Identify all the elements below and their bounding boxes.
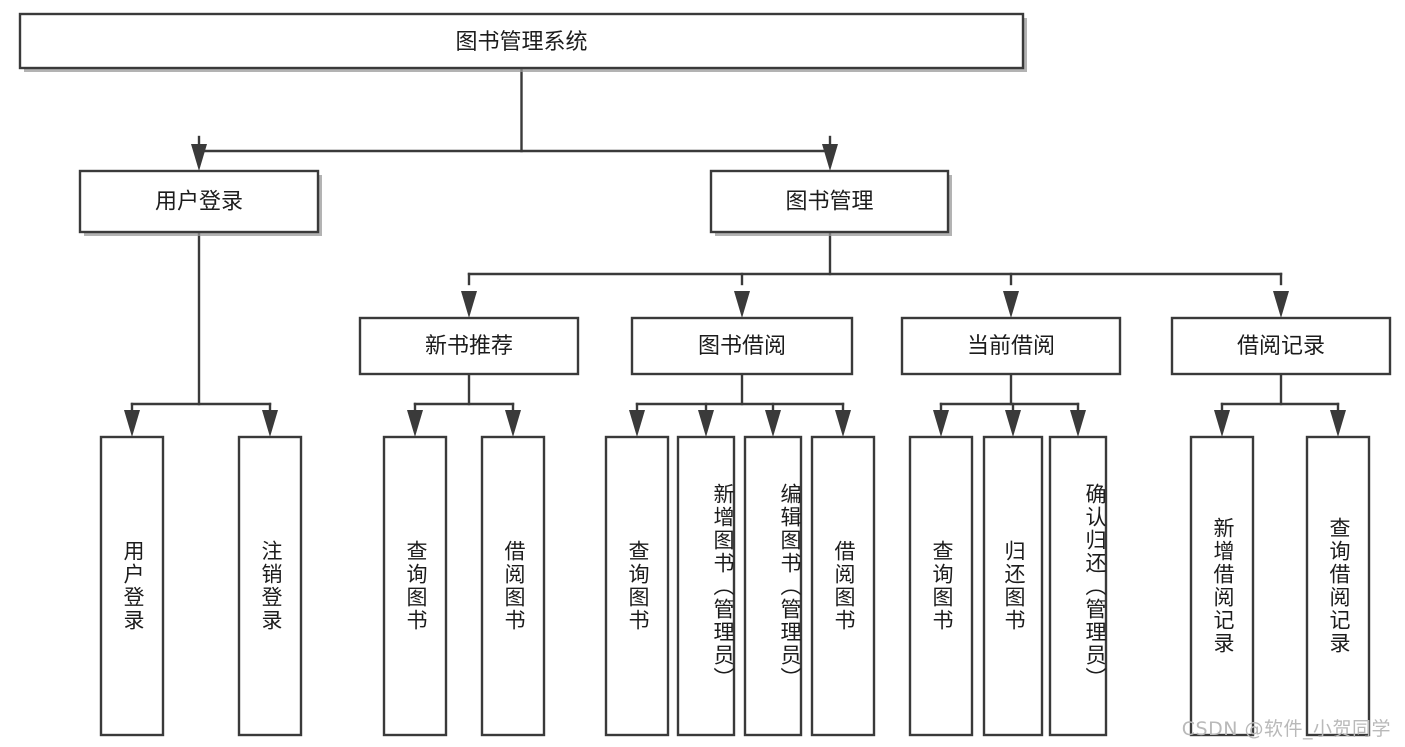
arrowhead-user-login — [191, 144, 207, 171]
node-new-book-recommend-label: 新书推荐 — [425, 334, 513, 359]
node-leaf-borrow-book-2-box[interactable] — [810, 435, 876, 737]
node-book-manage[interactable]: 图书管理 — [709, 169, 952, 236]
arrowhead-leaf-query-borrow-record — [1330, 410, 1346, 437]
node-user-login-box[interactable] — [78, 169, 320, 234]
node-book-manage-label: 图书管理 — [785, 190, 873, 215]
node-book-borrow-box[interactable] — [630, 316, 854, 376]
arrowhead-book-manage — [822, 144, 838, 171]
nodes-layer: 图书管理系统 用户登录 图书管理 新书推荐 图书借阅 — [18, 12, 1392, 737]
node-borrow-record[interactable]: 借阅记录 — [1170, 316, 1392, 376]
node-leaf-return-book-box[interactable] — [982, 435, 1044, 737]
arrowhead-leaf-return-book — [1005, 410, 1021, 437]
arrowhead-leaf-edit-book-admin — [765, 410, 781, 437]
arrowhead-leaf-query-book-2 — [629, 410, 645, 437]
arrowhead-current-borrow — [1003, 291, 1019, 318]
node-leaf-logout-login-box[interactable] — [237, 435, 303, 737]
node-root-box[interactable] — [18, 12, 1025, 70]
arrowhead-borrow-record — [1273, 291, 1289, 318]
node-current-borrow[interactable]: 当前借阅 — [900, 316, 1122, 376]
node-leaf-query-book-2-box[interactable] — [604, 435, 670, 737]
edges-layer — [124, 66, 1346, 437]
node-leaf-add-borrow-record-box[interactable] — [1189, 435, 1255, 737]
node-root-label: 图书管理系统 — [455, 30, 587, 55]
arrowhead-leaf-borrow-book-2 — [835, 410, 851, 437]
node-book-manage-box[interactable] — [709, 169, 950, 234]
arrowhead-leaf-user-login — [124, 410, 140, 437]
node-book-borrow-label: 图书借阅 — [698, 334, 786, 359]
arrowhead-leaf-confirm-return-admin — [1070, 410, 1086, 437]
node-current-borrow-box[interactable] — [900, 316, 1122, 376]
arrowhead-book-borrow — [734, 291, 750, 318]
node-leaf-user-login-box[interactable] — [99, 435, 165, 737]
arrowhead-leaf-add-book-admin — [698, 410, 714, 437]
node-user-login[interactable]: 用户登录 — [78, 169, 322, 236]
node-new-book-recommend-box[interactable] — [358, 316, 580, 376]
arrowhead-leaf-add-borrow-record — [1214, 410, 1230, 437]
node-new-book-recommend[interactable]: 新书推荐 — [358, 316, 580, 376]
arrowhead-leaf-query-book-1 — [407, 410, 423, 437]
node-leaf-edit-book-admin-box[interactable] — [743, 435, 803, 737]
arrowhead-leaf-query-book-3 — [933, 410, 949, 437]
arrowhead-leaf-borrow-book-1 — [505, 410, 521, 437]
node-borrow-record-box[interactable] — [1170, 316, 1392, 376]
node-leaf-query-book-3-box[interactable] — [908, 435, 974, 737]
node-leaf-query-borrow-record-box[interactable] — [1305, 435, 1371, 737]
node-current-borrow-label: 当前借阅 — [967, 334, 1055, 359]
node-leaf-add-book-admin-box[interactable] — [676, 435, 736, 737]
node-book-borrow[interactable]: 图书借阅 — [630, 316, 854, 376]
node-leaf-query-book-1-box[interactable] — [382, 435, 448, 737]
node-leaf-confirm-return-admin-box[interactable] — [1048, 435, 1108, 737]
arrowhead-leaf-logout-login — [262, 410, 278, 437]
node-root[interactable]: 图书管理系统 — [18, 12, 1027, 72]
node-leaf-borrow-book-1-box[interactable] — [480, 435, 546, 737]
node-user-login-label: 用户登录 — [155, 190, 243, 215]
csdn-watermark: CSDN @软件_小贺同学 — [1181, 718, 1391, 740]
node-borrow-record-label: 借阅记录 — [1237, 334, 1325, 359]
arrowhead-new-book-recommend — [461, 291, 477, 318]
